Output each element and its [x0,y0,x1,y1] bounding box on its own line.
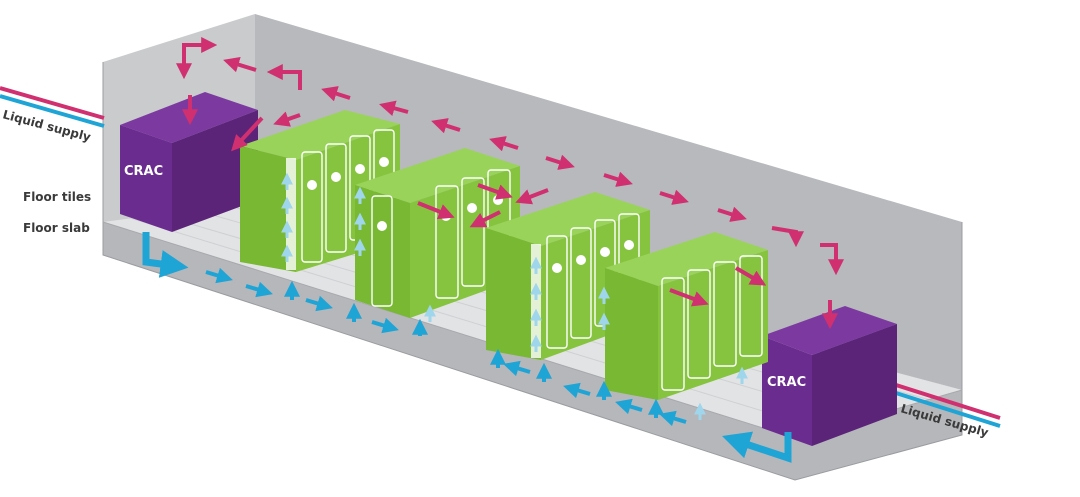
crac-right-label: CRAC [767,375,806,390]
rack-row-4 [605,232,768,400]
liquid-supply-left-label: Liquid supply [1,107,92,144]
cold-air-arrow-icon [142,232,792,463]
crac-left-label: CRAC [124,164,163,179]
floor-tiles-label: Floor tiles [23,190,91,204]
floor-slab-label: Floor slab [23,221,90,235]
hot-air-arrow-icon [176,37,844,330]
crac-unit-right: CRAC [762,306,897,446]
cold-air-rising-arrows [281,172,748,420]
liquid-pipe-left [0,86,105,128]
